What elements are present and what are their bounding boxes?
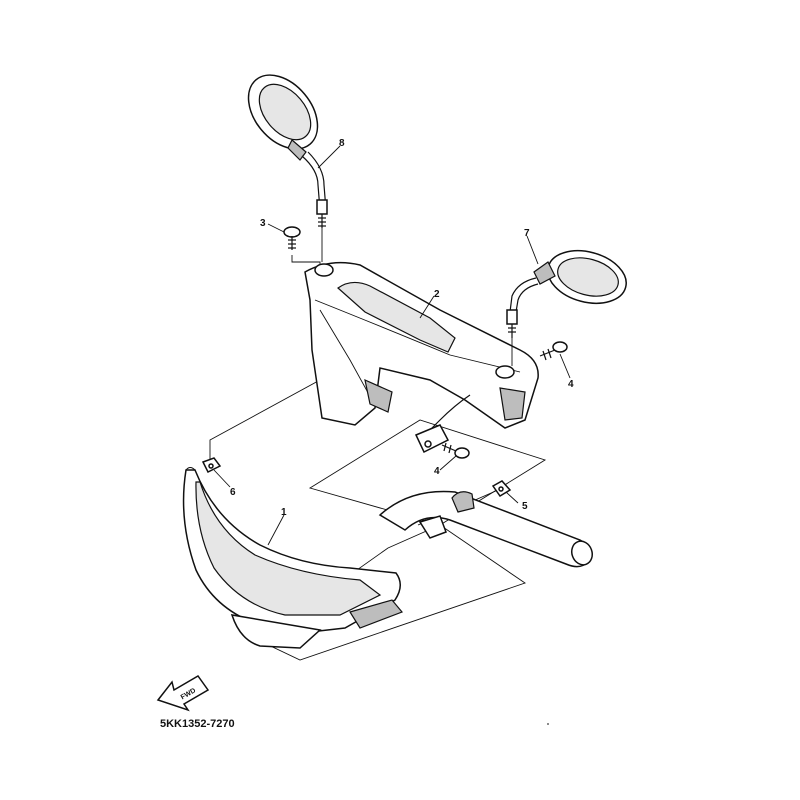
callout-4-right: 4 [568, 379, 574, 390]
callout-4-center: 4 [434, 466, 440, 477]
callout-2: 2 [434, 289, 440, 300]
speck [547, 723, 549, 725]
nut-6 [201, 457, 222, 474]
leader-lines [213, 145, 571, 546]
callout-3: 3 [260, 218, 266, 229]
nut-5 [491, 480, 512, 498]
bolt-4-center [441, 442, 470, 459]
screw-3 [283, 226, 301, 250]
handlebar-cover [304, 261, 539, 441]
callout-1: 1 [281, 507, 287, 518]
callout-6: 6 [230, 487, 236, 498]
callout-7: 7 [524, 228, 530, 239]
fwd-arrow-icon: FWD [156, 675, 210, 712]
mirror-left [247, 74, 328, 262]
callout-5: 5 [522, 501, 528, 512]
callout-8: 8 [339, 138, 345, 149]
bracket [414, 424, 450, 454]
mirror-right [506, 249, 627, 366]
bolt-4-right [539, 341, 568, 361]
handlebar [378, 490, 594, 568]
part-code: 5KK1352-7270 [160, 718, 235, 730]
front-cover [182, 467, 403, 649]
